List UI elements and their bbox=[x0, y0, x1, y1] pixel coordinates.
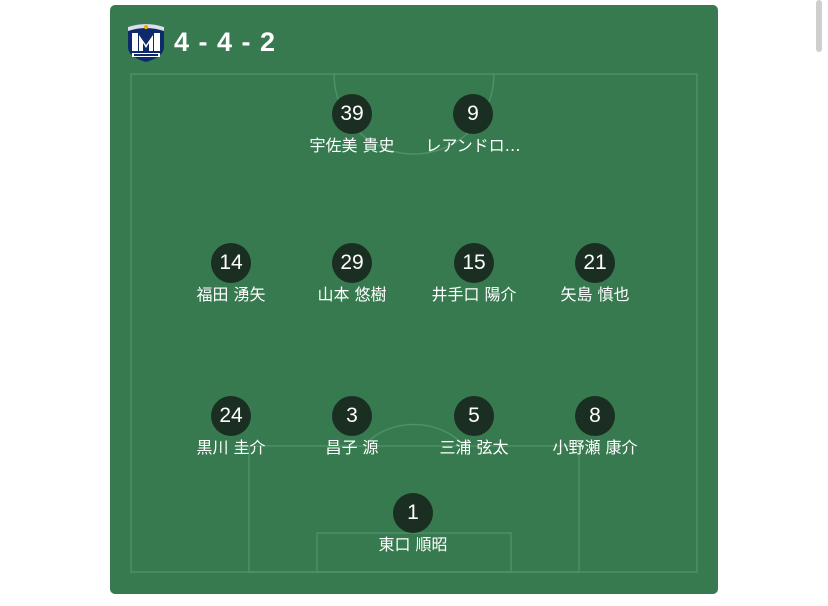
player-9[interactable]: 9 レアンドロ… bbox=[413, 94, 533, 156]
player-number: 21 bbox=[575, 243, 615, 283]
player-3[interactable]: 3 昌子 源 bbox=[292, 396, 412, 458]
player-name: 井手口 陽介 bbox=[431, 285, 517, 304]
player-number: 24 bbox=[211, 396, 251, 436]
player-name: 東口 順昭 bbox=[378, 535, 448, 554]
player-name: 黒川 圭介 bbox=[196, 438, 266, 457]
player-39[interactable]: 39 宇佐美 貴史 bbox=[292, 94, 412, 156]
lineup-card: 4 - 4 - 2 39 宇佐美 貴史 9 レアンドロ… 14 福田 湧矢 29… bbox=[110, 5, 718, 594]
player-5[interactable]: 5 三浦 弦太 bbox=[414, 396, 534, 458]
player-number: 29 bbox=[332, 243, 372, 283]
player-number: 14 bbox=[211, 243, 251, 283]
player-29[interactable]: 29 山本 悠樹 bbox=[292, 243, 412, 305]
player-24[interactable]: 24 黒川 圭介 bbox=[171, 396, 291, 458]
player-number: 9 bbox=[453, 94, 493, 134]
player-number: 39 bbox=[332, 94, 372, 134]
player-14[interactable]: 14 福田 湧矢 bbox=[171, 243, 291, 305]
player-name: 矢島 慎也 bbox=[560, 285, 630, 304]
player-name: 山本 悠樹 bbox=[317, 285, 387, 304]
player-name: 三浦 弦太 bbox=[439, 438, 509, 457]
player-number: 1 bbox=[393, 493, 433, 533]
player-15[interactable]: 15 井手口 陽介 bbox=[414, 243, 534, 305]
player-name: 福田 湧矢 bbox=[196, 285, 266, 304]
player-number: 3 bbox=[332, 396, 372, 436]
player-name: 宇佐美 貴史 bbox=[309, 136, 395, 155]
player-name: 小野瀬 康介 bbox=[552, 438, 638, 457]
player-number: 8 bbox=[575, 396, 615, 436]
player-name: 昌子 源 bbox=[325, 438, 379, 457]
player-name: レアンドロ… bbox=[425, 136, 521, 155]
player-number: 5 bbox=[454, 396, 494, 436]
team-header: 4 - 4 - 2 bbox=[126, 20, 276, 64]
player-1[interactable]: 1 東口 順昭 bbox=[353, 493, 473, 555]
scrollbar[interactable] bbox=[816, 0, 822, 52]
formation-label: 4 - 4 - 2 bbox=[174, 26, 277, 57]
gamba-osaka-crest-icon bbox=[128, 24, 164, 62]
player-number: 15 bbox=[454, 243, 494, 283]
player-8[interactable]: 8 小野瀬 康介 bbox=[535, 396, 655, 458]
player-21[interactable]: 21 矢島 慎也 bbox=[535, 243, 655, 305]
